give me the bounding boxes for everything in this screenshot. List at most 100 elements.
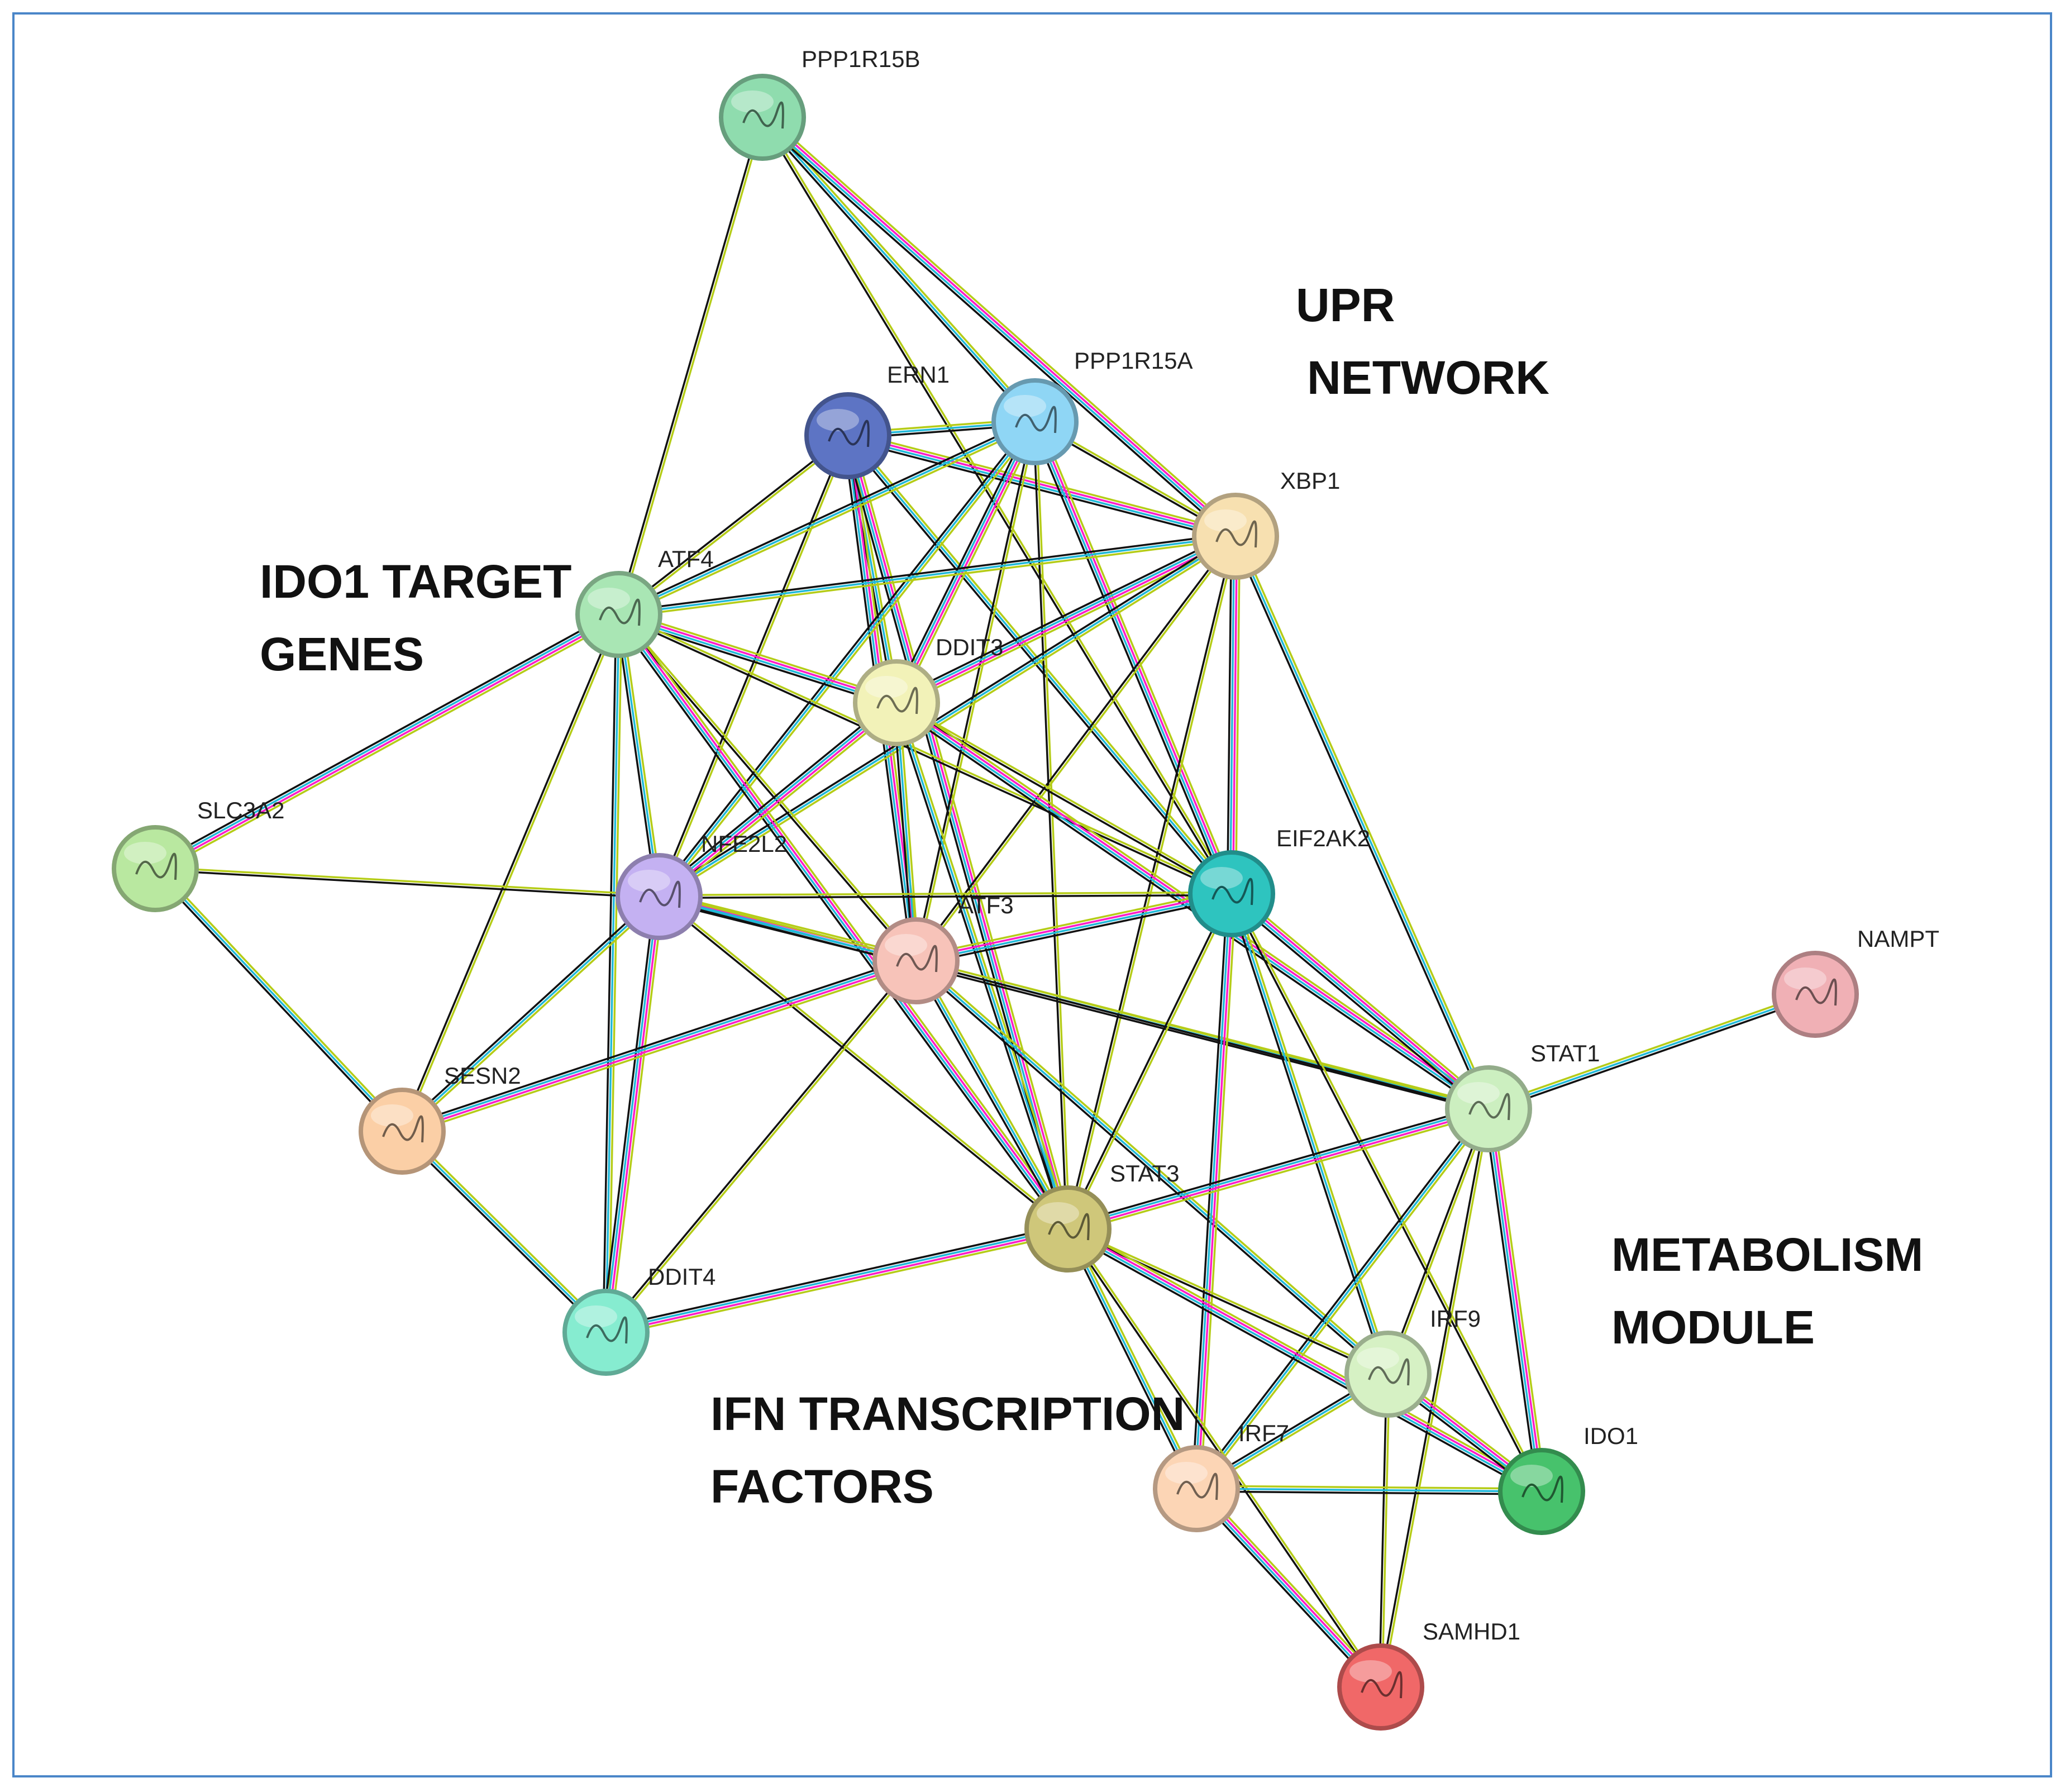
node-highlight (1165, 1462, 1208, 1484)
node-stat1[interactable]: STAT1 (1445, 1040, 1600, 1152)
edge-eif2ak2-stat1 (1228, 889, 1492, 1113)
node-irf7[interactable]: IRF7 (1153, 1420, 1289, 1532)
node-circle[interactable] (1337, 1643, 1424, 1731)
edge-stat1-stat3 (1066, 1104, 1490, 1234)
protein-structure-icon (1215, 520, 1257, 548)
node-atf3[interactable]: ATF3 (872, 892, 1014, 1004)
node-nampt[interactable]: NAMPT (1772, 926, 1939, 1038)
node-sesn2[interactable]: SESN2 (359, 1062, 521, 1175)
node-highlight (1004, 395, 1046, 417)
node-circle[interactable] (1772, 951, 1859, 1038)
node-circle[interactable] (991, 378, 1079, 465)
node-circle[interactable] (1344, 1331, 1432, 1418)
node-label: SLC3A2 (197, 797, 284, 823)
edge-atf3-irf9 (913, 957, 1391, 1378)
node-circle[interactable] (853, 659, 940, 746)
edge-atf4-ddit4 (602, 614, 623, 1333)
node-highlight (1037, 1202, 1079, 1224)
network-frame (12, 12, 2052, 1777)
nodes-layer: PPP1R15B ERN1 PPP1R15A XBP1ATF4DDIT3SLC3A2N… (112, 46, 1939, 1731)
node-circle[interactable] (1192, 493, 1279, 580)
edge-slc3a2-nfe2l2 (155, 866, 660, 899)
node-circle[interactable] (1024, 1185, 1112, 1272)
edge-atf3-ddit4 (604, 959, 918, 1334)
edge-slc3a2-sesn2 (152, 866, 405, 1134)
node-circle[interactable] (1445, 1065, 1532, 1152)
node-label: SESN2 (444, 1062, 521, 1089)
node-eif2ak2[interactable]: EIF2AK2 (1188, 825, 1370, 937)
edge-xbp1-stat1 (1232, 535, 1492, 1111)
node-slc3a2[interactable]: SLC3A2 (112, 797, 284, 912)
protein-structure-icon (135, 852, 177, 880)
node-label: PPP1R15A (1074, 347, 1193, 374)
node-ddit3[interactable]: DDIT3 (853, 634, 1003, 746)
node-highlight (371, 1104, 413, 1127)
node-circle[interactable] (112, 825, 199, 912)
edge-stat1-ido1 (1483, 1108, 1547, 1493)
edge-ern1-xbp1 (846, 431, 1237, 541)
node-highlight (124, 842, 166, 864)
edge-atf3-sesn2 (400, 956, 918, 1136)
protein-structure-icon (1015, 406, 1057, 433)
edge-stat1-irf7 (1193, 1106, 1492, 1491)
module-label-metabolism: METABOLISM MODULE (1611, 1228, 1937, 1353)
node-xbp1[interactable]: XBP1 (1192, 468, 1340, 580)
node-nfe2l2[interactable]: NFE2L2 (616, 831, 787, 940)
edge-nfe2l2-sesn2 (399, 894, 662, 1134)
node-circle[interactable] (1153, 1445, 1240, 1532)
edges-layer (152, 113, 1817, 1691)
node-circle[interactable] (575, 571, 662, 658)
node-highlight (1204, 509, 1247, 532)
node-label: ATF4 (658, 546, 714, 572)
edge-irf7-samhd1 (1193, 1485, 1385, 1691)
edge-stat3-ddit4 (604, 1223, 1070, 1338)
node-ppp1r15b[interactable]: PPP1R15B (719, 46, 920, 161)
edge-sesn2-ddit4 (399, 1128, 609, 1335)
node-label: STAT1 (1530, 1040, 1600, 1066)
edge-atf4-sesn2 (400, 613, 621, 1132)
node-label: NFE2L2 (701, 831, 787, 857)
node-ido1[interactable]: IDO1 (1498, 1423, 1638, 1535)
node-label: STAT3 (1110, 1160, 1179, 1186)
node-irf9[interactable]: IRF9 (1344, 1305, 1481, 1418)
edge-nfe2l2-stat3 (657, 894, 1070, 1231)
edge-ppp1r15a-atf3 (913, 421, 1038, 961)
edge-xbp1-atf3 (914, 535, 1238, 962)
edge-ern1-atf4 (617, 433, 850, 617)
edge-nfe2l2-eif2ak2 (659, 891, 1232, 899)
protein-structure-icon (1368, 1358, 1410, 1386)
protein-structure-icon (382, 1115, 424, 1143)
edge-irf7-ido1 (1196, 1485, 1542, 1495)
node-circle[interactable] (562, 1289, 650, 1376)
node-circle[interactable] (804, 392, 891, 479)
node-circle[interactable] (1498, 1448, 1585, 1535)
node-ppp1r15a[interactable]: PPP1R15A (991, 347, 1193, 465)
node-ddit4[interactable]: DDIT4 (562, 1264, 716, 1376)
node-label: ERN1 (887, 361, 950, 388)
node-stat3[interactable]: STAT3 (1024, 1160, 1179, 1272)
node-highlight (865, 676, 908, 698)
node-circle[interactable] (872, 917, 960, 1004)
protein-structure-icon (1795, 978, 1837, 1006)
node-circle[interactable] (616, 853, 703, 940)
edge-stat3-ido1 (1065, 1224, 1544, 1496)
node-circle[interactable] (359, 1088, 446, 1175)
edge-nfe2l2-ddit4 (600, 895, 665, 1333)
edge-xbp1-eif2ak2 (1226, 536, 1241, 894)
edge-stat1-nampt (1487, 990, 1817, 1113)
node-atf4[interactable]: ATF4 (575, 546, 714, 658)
node-circle[interactable] (1188, 850, 1275, 937)
node-label: EIF2AK2 (1276, 825, 1370, 851)
edge-ppp1r15a-atf4 (617, 418, 1037, 618)
protein-structure-icon (896, 945, 938, 973)
edge-ppp1r15b-xbp1 (759, 113, 1239, 540)
edge-atf3-eif2ak2 (915, 888, 1233, 966)
node-circle[interactable] (719, 74, 806, 161)
edge-irf9-samhd1 (1378, 1374, 1391, 1688)
node-ern1[interactable]: ERN1 (804, 361, 950, 479)
node-samhd1[interactable]: SAMHD1 (1337, 1618, 1520, 1731)
node-label: SAMHD1 (1423, 1618, 1520, 1645)
node-label: NAMPT (1857, 926, 1939, 952)
protein-structure-icon (1048, 1213, 1090, 1241)
